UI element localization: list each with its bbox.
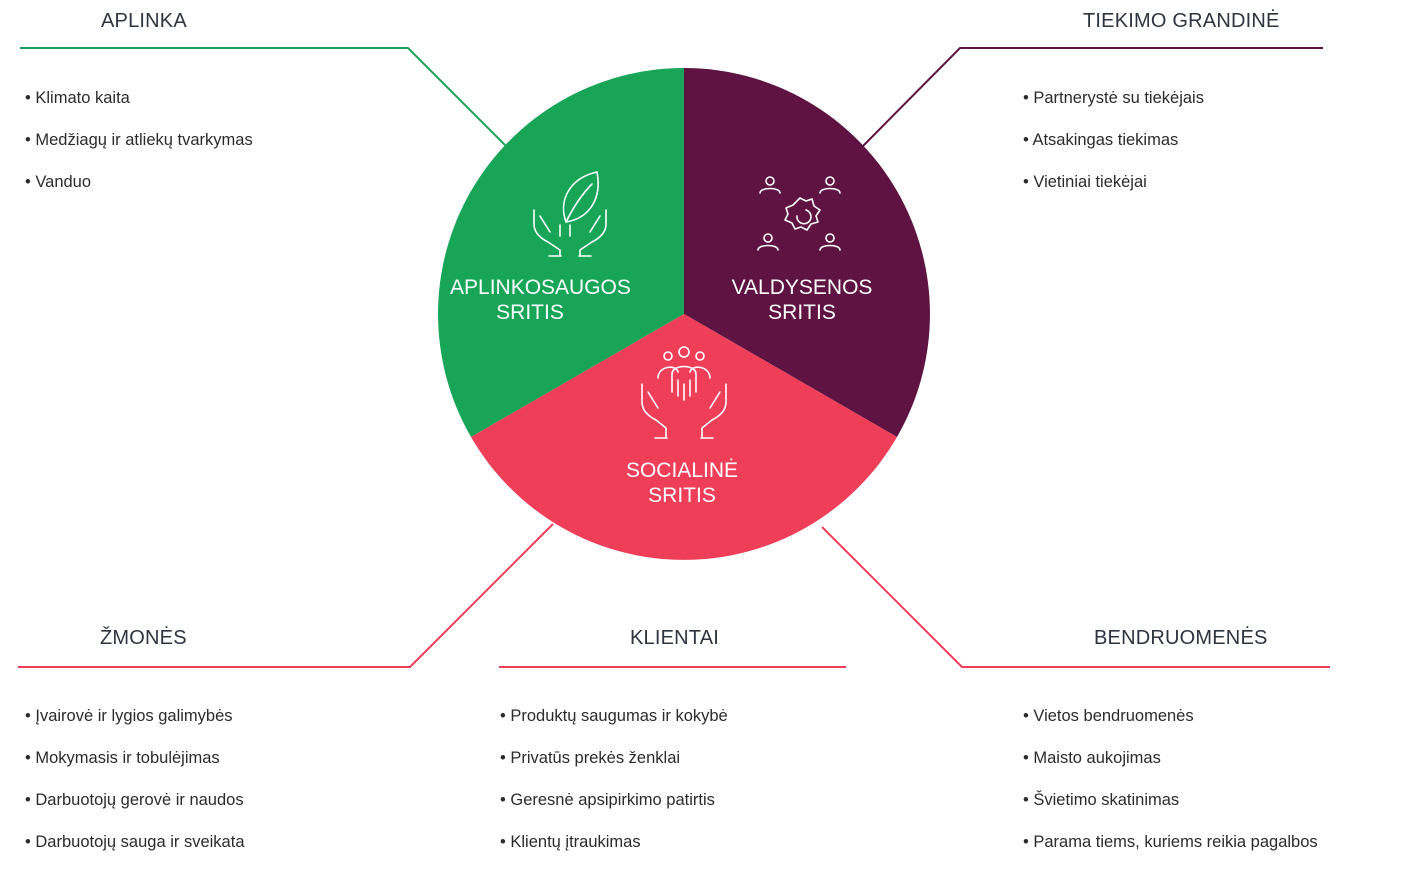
heading-klientai: KLIENTAI <box>630 627 720 649</box>
connector-bendruomenes <box>821 526 1330 668</box>
connector-zmones <box>18 523 554 668</box>
connector-tiekimo <box>862 47 1323 147</box>
list-item: Vietiniai tiekėjai <box>1023 172 1204 214</box>
list-klientai: Produktų saugumas ir kokybė Privatūs pre… <box>500 706 728 874</box>
sector-label-social-line2: SRITIS <box>648 484 716 507</box>
sector-label-governance-line2: SRITIS <box>768 301 836 324</box>
list-item: Klientų įtraukimas <box>500 832 728 874</box>
sector-label-governance-line1: VALDYSENOS <box>731 276 873 299</box>
list-item: Geresnė apsipirkimo patirtis <box>500 790 728 832</box>
sector-label-governance: VALDYSENOS SRITIS <box>712 275 892 325</box>
list-item: Partnerystė su tiekėjais <box>1023 88 1204 130</box>
list-item: Mokymasis ir tobulėjimas <box>25 748 245 790</box>
list-item: Darbuotojų sauga ir sveikata <box>25 832 244 874</box>
list-tiekimo: Partnerystė su tiekėjais Atsakingas tiek… <box>1023 88 1204 214</box>
list-bendruomenes: Vietos bendruomenės Maisto aukojimas Švi… <box>1023 706 1318 874</box>
people-in-hands-icon <box>641 346 727 439</box>
sector-label-environment: APLINKOSAUGOS SRITIS <box>450 275 631 325</box>
sector-label-social: SOCIALINĖ SRITIS <box>592 458 772 508</box>
sector-label-environment-line1: APLINKOSAUGOS <box>450 276 631 299</box>
list-aplinka: Klimato kaita Medžiagų ir atliekų tvarky… <box>25 88 253 214</box>
list-item: Darbuotojų gerovė ir naudos <box>25 790 245 832</box>
heading-aplinka: APLINKA <box>101 10 187 32</box>
sector-label-social-line1: SOCIALINĖ <box>625 459 739 482</box>
sector-governance <box>684 68 930 437</box>
list-item: Švietimo skatinimas <box>1023 790 1318 832</box>
list-item: Klimato kaita <box>25 88 253 130</box>
list-item: Vietos bendruomenės <box>1023 706 1318 748</box>
list-item: Produktų saugumas ir kokybė <box>500 706 727 748</box>
connector-aplinka <box>20 47 507 147</box>
list-zmones: Įvairovė ir lygios galimybės Mokymasis i… <box>25 706 245 874</box>
leaf-in-hands-icon <box>533 171 607 257</box>
list-item: Atsakingas tiekimas <box>1023 130 1204 172</box>
list-item: Medžiagų ir atliekų tvarkymas <box>25 130 252 172</box>
heading-zmones: ŽMONĖS <box>100 627 187 649</box>
sector-label-environment-line2: SRITIS <box>496 301 564 324</box>
list-item: Privatūs prekės ženklai <box>500 748 728 790</box>
list-item: Maisto aukojimas <box>1023 748 1318 790</box>
list-item: Vanduo <box>25 172 253 214</box>
people-around-gear-icon <box>757 176 841 251</box>
diagram-canvas <box>18 47 1330 668</box>
heading-bendruomenes: BENDRUOMENĖS <box>1094 627 1268 649</box>
heading-tiekimo: TIEKIMO GRANDINĖ <box>1083 10 1280 32</box>
sector-social <box>471 314 897 560</box>
sector-environment <box>438 68 684 437</box>
list-item: Parama tiems, kuriems reikia pagalbos <box>1023 832 1317 874</box>
list-item: Įvairovė ir lygios galimybės <box>25 706 245 748</box>
